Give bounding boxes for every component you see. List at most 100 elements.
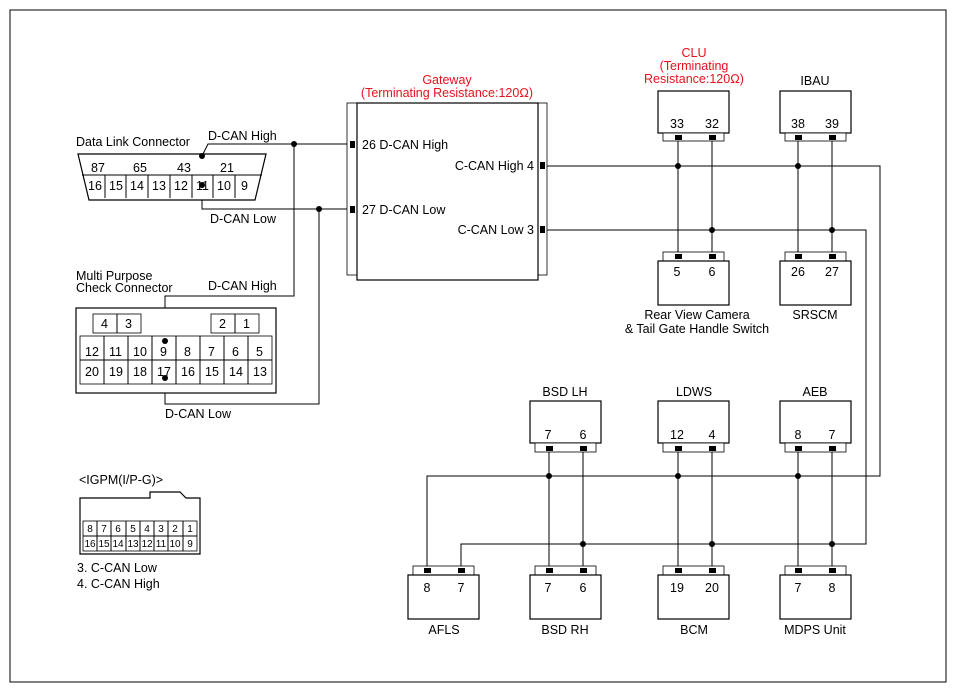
bsd-lh-module: BSD LH 7 6 — [529, 385, 602, 453]
junction-dot — [291, 141, 297, 147]
clu-title: CLU — [681, 46, 706, 60]
igpm-pin-3: 3 — [158, 524, 164, 535]
gateway-pin-27-marker — [350, 206, 355, 213]
igpm-pin-12: 12 — [141, 539, 153, 550]
ibau-pin-39: 39 — [825, 117, 839, 131]
bcm-pin-20: 20 — [705, 581, 719, 595]
gateway-pin-ccan-high: C-CAN High 4 — [455, 159, 534, 173]
clu-subtitle-line2: Resistance:120Ω) — [644, 72, 744, 86]
mpcc-pin-16: 16 — [181, 365, 195, 379]
igpm-note-ccan-low: 3. C-CAN Low — [77, 561, 158, 575]
diagram-frame — [9, 9, 947, 683]
rvc-label-line2: & Tail Gate Handle Switch — [625, 322, 769, 336]
igpm-grid-lines — [96, 521, 184, 551]
data-link-connector: Data Link Connector 87 65 43 21 16 15 14… — [76, 129, 277, 226]
srscm-pin-27: 27 — [825, 265, 839, 279]
junction-dot — [829, 227, 835, 233]
junction-dot — [546, 473, 552, 479]
junction-dots — [162, 141, 835, 547]
dlc-pin-14: 14 — [130, 179, 144, 193]
junction-dot — [675, 163, 681, 169]
gateway-pin-4-marker — [540, 162, 545, 169]
igpm-pin-1: 1 — [187, 524, 193, 535]
dlc-pin-9: 9 — [241, 179, 248, 193]
ccan-high-wire — [426, 165, 881, 570]
mpcc-row1-pins: 12 11 10 9 8 7 6 5 — [85, 345, 263, 359]
igpm-pin-13: 13 — [127, 539, 139, 550]
igpm-pin-8: 8 — [87, 524, 93, 535]
bsd-rh-pin-7: 7 — [545, 581, 552, 595]
mpcc-tab-pin-1: 1 — [243, 317, 250, 331]
igpm-pin-9: 9 — [187, 539, 193, 550]
mpcc-row2-pins: 20 19 18 17 16 15 14 13 — [85, 365, 267, 379]
igpm-pin-14: 14 — [112, 539, 124, 550]
afls-label: AFLS — [428, 623, 459, 637]
gateway-pin-26-marker — [350, 141, 355, 148]
mpcc-pin-9: 9 — [160, 345, 167, 359]
mpcc-pin-14: 14 — [229, 365, 243, 379]
aeb-pin-8: 8 — [795, 428, 802, 442]
junction-dot — [580, 541, 586, 547]
clu-pin-33: 33 — [670, 117, 684, 131]
junction-dot — [795, 473, 801, 479]
ldws-module: LDWS 12 4 — [657, 385, 730, 453]
mpcc-tab-pin-3: 3 — [125, 317, 132, 331]
mpcc-pin-12: 12 — [85, 345, 99, 359]
mpcc-pin-8: 8 — [184, 345, 191, 359]
igpm-pin-7: 7 — [101, 524, 107, 535]
dlc-pin-16: 16 — [88, 179, 102, 193]
rear-view-camera-module: 5 6 Rear View Camera & Tail Gate Handle … — [625, 251, 769, 336]
mpcc-pin-20: 20 — [85, 365, 99, 379]
junction-dot — [829, 541, 835, 547]
aeb-module: AEB 8 7 — [779, 385, 852, 453]
bsd-rh-module: 7 6 BSD RH — [529, 565, 602, 637]
dlc-pin-10: 10 — [217, 179, 231, 193]
junction-dot — [709, 541, 715, 547]
igpm-title: <IGPM(I/P-G)> — [79, 473, 163, 487]
dlc-pin-12: 12 — [174, 179, 188, 193]
bsd-rh-label: BSD RH — [541, 623, 588, 637]
bcm-label: BCM — [680, 623, 708, 637]
igpm-pin-6: 6 — [115, 524, 121, 535]
dlc-top-pins: 87 65 43 21 — [91, 161, 234, 175]
mdps-pin-7: 7 — [795, 581, 802, 595]
igpm-pin-5: 5 — [130, 524, 136, 535]
mpcc-pin-5: 5 — [256, 345, 263, 359]
igpm-pin-2: 2 — [172, 524, 178, 535]
dlc-pin-65: 65 — [133, 161, 147, 175]
mpcc-pin-10: 10 — [133, 345, 147, 359]
afls-module: 8 7 AFLS — [407, 565, 480, 637]
afls-pin-7: 7 — [458, 581, 465, 595]
rvc-pin-6: 6 — [709, 265, 716, 279]
gateway-pin-dcan-low: 27 D-CAN Low — [362, 203, 446, 217]
bcm-pin-19: 19 — [670, 581, 684, 595]
igpm-pin-11: 11 — [156, 539, 167, 550]
clu-module: CLU (Terminating Resistance:120Ω) 33 32 — [644, 46, 744, 142]
ccan-low-wire — [460, 229, 867, 570]
gateway-pin-ccan-low: C-CAN Low 3 — [458, 223, 534, 237]
multi-purpose-check-connector: Multi Purpose Check Connector D-CAN High… — [75, 269, 277, 421]
igpm-pin-4: 4 — [144, 524, 150, 535]
igpm-pin-15: 15 — [98, 539, 110, 550]
srscm-module: 26 27 SRSCM — [779, 251, 852, 322]
gateway-module: Gateway (Terminating Resistance:120Ω) 26… — [346, 73, 548, 281]
junction-dot — [162, 375, 168, 381]
clu-pin-32: 32 — [705, 117, 719, 131]
ibau-pin-38: 38 — [791, 117, 805, 131]
mpcc-pin-17: 17 — [157, 365, 171, 379]
junction-dot — [709, 227, 715, 233]
junction-dot — [675, 473, 681, 479]
mdps-label: MDPS Unit — [784, 623, 846, 637]
mpcc-dcan-low-label: D-CAN Low — [165, 407, 232, 421]
ldws-pin-4: 4 — [709, 428, 716, 442]
mdps-module: 7 8 MDPS Unit — [779, 565, 852, 637]
gateway-pin-dcan-high: 26 D-CAN High — [362, 138, 448, 152]
mpcc-pin-18: 18 — [133, 365, 147, 379]
igpm-pin-10: 10 — [169, 539, 181, 550]
srscm-pin-26: 26 — [791, 265, 805, 279]
mdps-pin-8: 8 — [829, 581, 836, 595]
mpcc-pin-19: 19 — [109, 365, 123, 379]
mpcc-pin-13: 13 — [253, 365, 267, 379]
afls-pin-8: 8 — [424, 581, 431, 595]
